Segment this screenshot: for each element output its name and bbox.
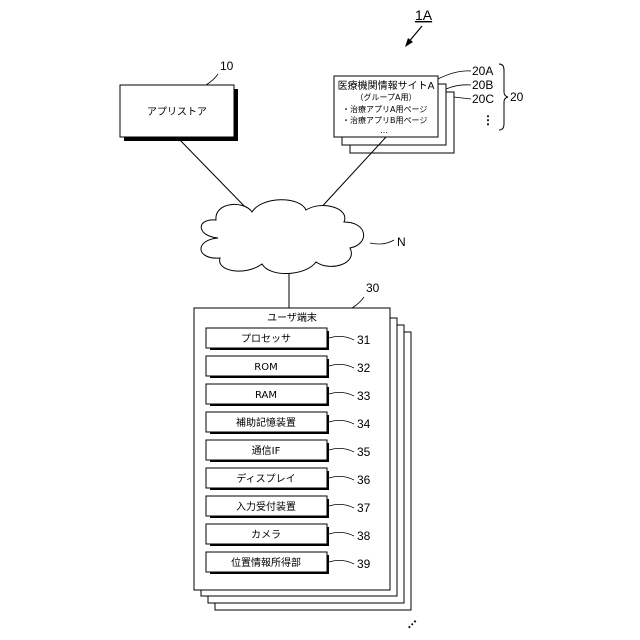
component-ref-37: 37 <box>357 501 371 515</box>
component-ref-39: 39 <box>357 557 371 571</box>
leader-20b <box>446 85 471 89</box>
component-ref-33: 33 <box>357 389 371 403</box>
component-label-33: RAM <box>255 390 277 401</box>
terminal-title: ユーザ端末 <box>267 311 317 324</box>
component-label-32: ROM <box>254 362 277 373</box>
site-group-brace <box>499 64 508 130</box>
link-appstore-network <box>177 137 250 212</box>
site-ref-20a: 20A <box>472 64 493 78</box>
component-ref-34: 34 <box>357 417 371 431</box>
network-leader <box>370 240 394 244</box>
component-ref-32: 32 <box>357 361 371 375</box>
component-label-39: 位置情報所得部 <box>231 556 301 569</box>
site-more-dots: ⋮ <box>482 113 494 127</box>
component-label-37: 入力受付装置 <box>236 500 296 513</box>
site-item-1: ・治療アプリA用ページ <box>342 104 427 114</box>
site-ref-20c: 20C <box>472 92 494 106</box>
component-label-35: 通信IF <box>252 445 281 457</box>
component-label-34: 補助記憶装置 <box>236 416 296 429</box>
component-label-36: ディスプレイ <box>236 472 295 485</box>
site-title: 医療機関情報サイトA <box>338 79 435 92</box>
site-item-2: ・治療アプリB用ページ <box>342 115 427 125</box>
system-ref: 1A <box>415 7 433 23</box>
site-group-ref: 20 <box>510 90 524 104</box>
site-ref-20b: 20B <box>472 78 493 92</box>
system-ref-arrow <box>405 26 422 47</box>
app-store: アプリストア 10 <box>120 59 238 141</box>
terminal-more-dots: ⋯ <box>403 615 421 633</box>
component-label-31: プロセッサ <box>241 333 291 345</box>
terminal-ref: 30 <box>366 281 380 295</box>
network-ref: N <box>397 235 406 249</box>
component-ref-35: 35 <box>357 445 371 459</box>
component-ref-31: 31 <box>357 333 371 347</box>
component-label-38: カメラ <box>251 529 281 541</box>
app-store-leader <box>206 74 218 85</box>
component-ref-36: 36 <box>357 473 371 487</box>
site-stack: 医療機関情報サイトA （グループA用） ・治療アプリA用ページ ・治療アプリB用… <box>334 76 454 153</box>
leader-20c <box>454 97 471 99</box>
terminal-leader <box>352 297 364 308</box>
app-store-ref: 10 <box>220 59 234 73</box>
leader-20a <box>438 71 471 79</box>
site-item-3: … <box>380 126 388 135</box>
network-cloud <box>201 200 364 274</box>
app-store-label: アプリストア <box>147 106 207 118</box>
site-subtitle: （グループA用） <box>356 92 417 102</box>
component-ref-38: 38 <box>357 529 371 543</box>
